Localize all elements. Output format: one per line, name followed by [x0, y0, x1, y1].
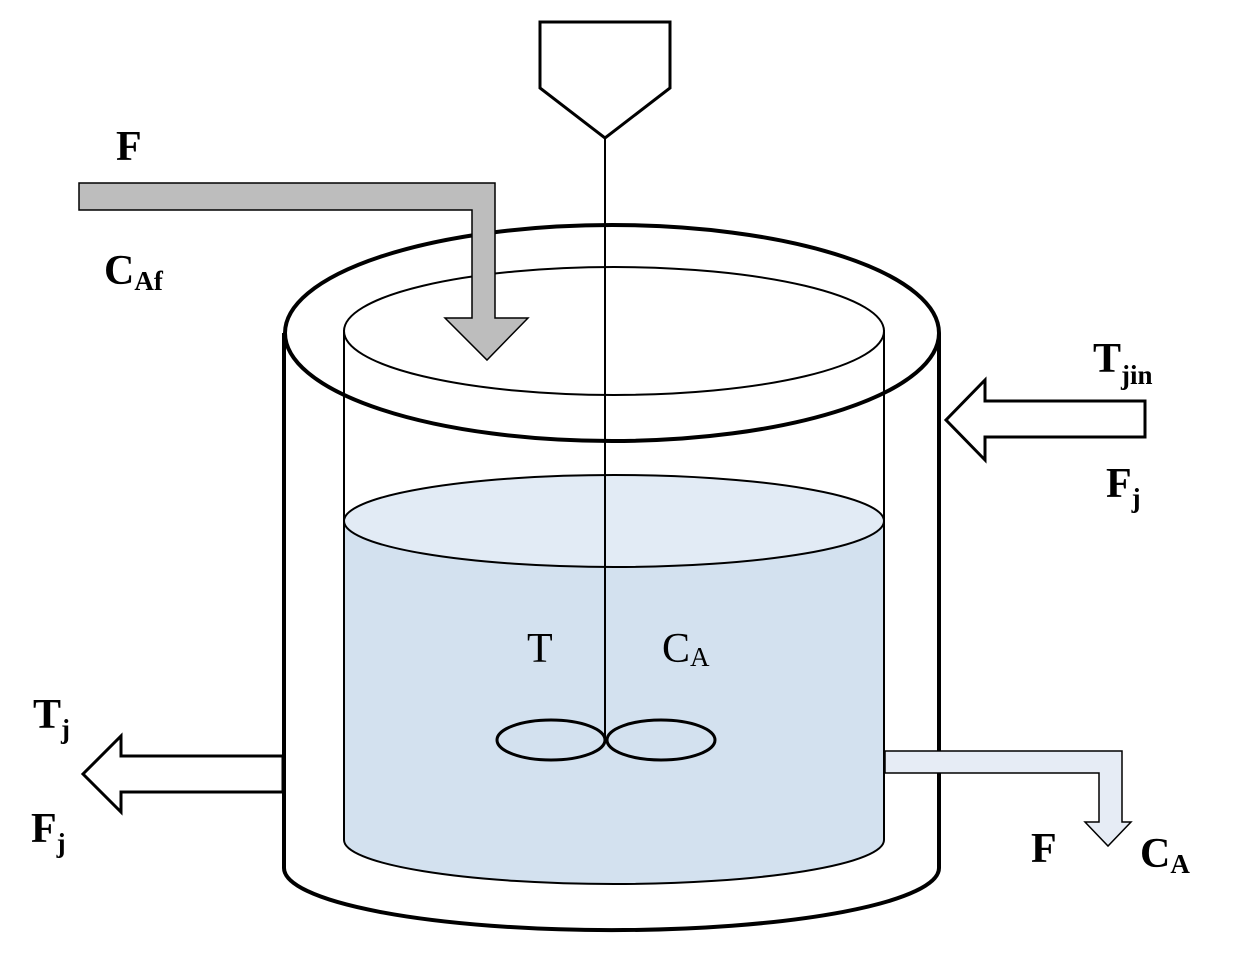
reactor-liquid	[343, 474, 885, 884]
agitator-motor	[538, 20, 672, 140]
jacket-inlet-flow-main: F	[1106, 461, 1132, 507]
jacket-inlet-flow-label: Fj	[1106, 461, 1141, 513]
reactor-concentration-label: CA	[662, 626, 710, 672]
outlet-conc-sub: A	[1170, 849, 1190, 879]
jacket-inlet-flow-sub: j	[1131, 483, 1141, 513]
outlet-conc-main: C	[1140, 831, 1170, 877]
vessel-rim	[343, 266, 885, 396]
jacket-bottom	[282, 333, 941, 933]
cooling-jacket	[282, 223, 941, 933]
jacket-outlet-temp-main: T	[33, 692, 61, 738]
outlet-flow-label: F	[1031, 826, 1057, 872]
jacket-outlet-flow-sub: j	[56, 828, 66, 858]
feed-conc-main: C	[104, 248, 134, 294]
jacket-rim	[283, 223, 941, 443]
jacket-inlet-temp-sub: jin	[1120, 360, 1153, 390]
reactor-conc-main: C	[662, 626, 690, 672]
jacket-outlet-temp-sub: j	[60, 714, 70, 744]
liquid-body	[344, 520, 884, 884]
jacket-inlet-temp-label: Tjin	[1093, 336, 1153, 390]
reactor-temperature-label: T	[527, 626, 553, 672]
outlet-concentration-label: CA	[1140, 831, 1190, 879]
jacket-outlet-arrow	[80, 732, 285, 816]
feed-concentration-label: CAf	[104, 248, 164, 296]
jacket-inlet-arrow	[943, 376, 1147, 464]
jacket-outlet-flow-main: F	[31, 806, 57, 852]
impeller-blade-right	[605, 718, 717, 762]
impeller-blade-left	[495, 718, 607, 762]
feed-flow-label: F	[116, 124, 142, 170]
liquid-surface	[343, 474, 885, 568]
reactor-conc-sub: A	[690, 642, 710, 672]
reactor-vessel	[343, 266, 885, 885]
outlet-pipe	[884, 750, 1133, 848]
agitator	[495, 20, 717, 762]
jacket-outlet-temp-label: Tj	[33, 692, 70, 744]
jacket-outlet-flow-label: Fj	[31, 806, 66, 858]
feed-conc-sub: Af	[134, 266, 163, 296]
jacket-inlet-temp-main: T	[1093, 336, 1121, 382]
feed-pipe	[78, 182, 530, 362]
